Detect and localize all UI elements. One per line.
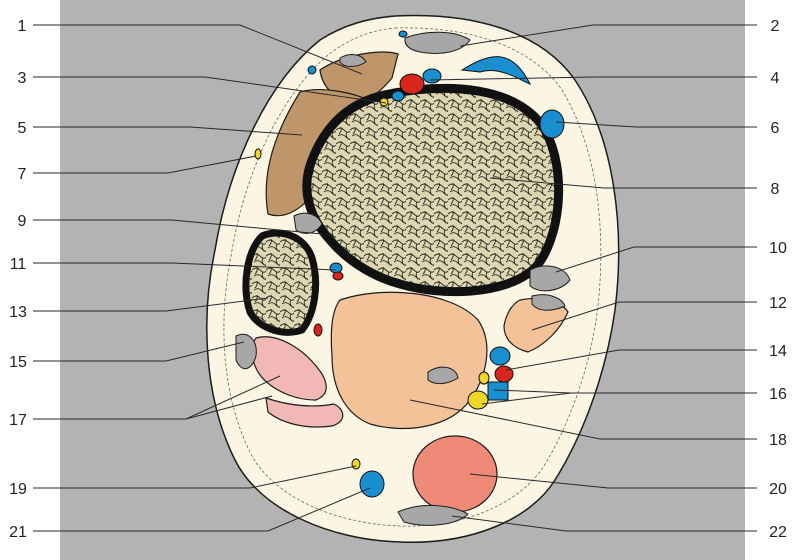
label-14: 14 [769, 343, 787, 360]
label-8: 8 [771, 181, 780, 198]
labels-right: 2 4 6 8 10 12 14 16 18 20 22 [769, 18, 787, 541]
labels-left: 1 3 5 7 9 11 13 15 17 19 21 [9, 18, 27, 541]
label-9: 9 [18, 213, 27, 230]
label-17: 17 [9, 412, 27, 429]
label-6: 6 [771, 120, 780, 137]
muscle-large-orange [331, 292, 487, 428]
label-22: 22 [769, 524, 787, 541]
label-20: 20 [769, 481, 787, 498]
label-12: 12 [769, 295, 787, 312]
tendon-5 [236, 334, 256, 368]
label-21: 21 [9, 524, 27, 541]
label-15: 15 [9, 354, 27, 371]
label-19: 19 [9, 481, 27, 498]
label-11: 11 [10, 256, 27, 273]
label-1: 1 [18, 18, 27, 35]
label-7: 7 [18, 166, 27, 183]
label-3: 3 [18, 70, 27, 87]
label-2: 2 [771, 18, 780, 35]
label-10: 10 [769, 240, 787, 257]
fibula-bone [246, 233, 316, 332]
label-16: 16 [769, 386, 787, 403]
label-4: 4 [771, 70, 780, 87]
label-5: 5 [18, 120, 27, 137]
label-13: 13 [9, 304, 27, 321]
label-18: 18 [769, 432, 787, 449]
muscle-salmon [413, 436, 497, 512]
